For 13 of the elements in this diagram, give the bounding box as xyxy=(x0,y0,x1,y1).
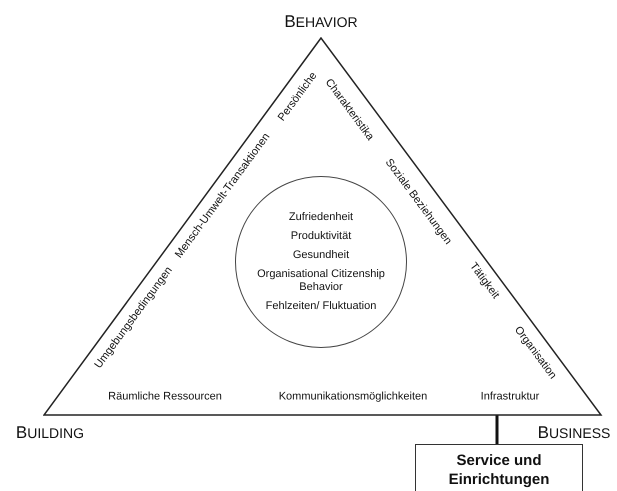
corner-label: BUSINESS xyxy=(538,425,610,441)
base-label: Räumliche Ressourcen xyxy=(108,390,222,404)
base-label: Kommunikationsmöglichkeiten xyxy=(278,390,428,404)
outcome-text: Produktivität xyxy=(290,230,352,243)
outcome-text: Fehlzeiten/ Fluktuation xyxy=(266,300,376,313)
base-label: Infrastruktur xyxy=(480,390,540,404)
outcome-text: Zufriedenheit xyxy=(288,211,354,224)
outcome-text: Gesundheit xyxy=(292,249,350,262)
service-box: Service und Einrichtungen xyxy=(415,444,583,491)
outcome-text: Organisational Citizenship Behavior xyxy=(256,268,386,294)
corner-label: BEHAVIOR xyxy=(284,14,358,30)
corner-label: BUILDING xyxy=(16,425,84,441)
connector-line xyxy=(496,415,498,444)
